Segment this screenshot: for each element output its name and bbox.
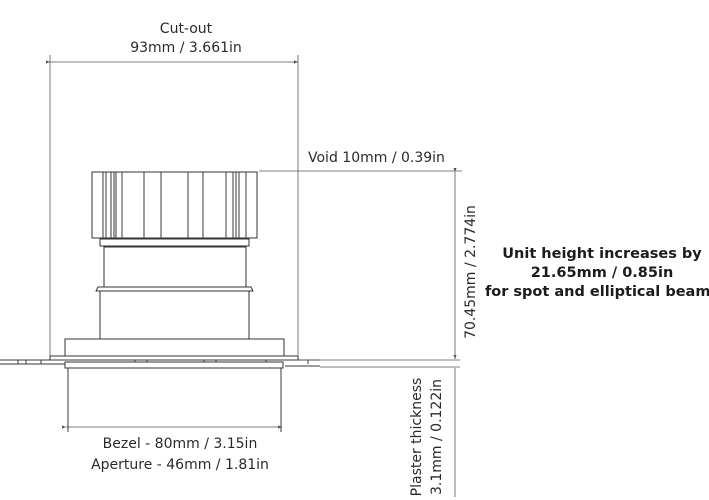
heatsink — [91, 171, 258, 239]
cutout-label: Cut-out — [160, 21, 213, 37]
note-line-2: 21.65mm / 0.85in — [531, 265, 674, 281]
cutout-value: 93mm / 3.661in — [130, 40, 242, 56]
bezel — [64, 361, 284, 369]
cutout-dimension: Cut-out 93mm / 3.661in — [46, 21, 299, 356]
unit-height-value: 70.45mm / 2.774in — [463, 205, 479, 339]
void-label: Void 10mm / 0.39in — [308, 150, 445, 166]
fixture — [0, 171, 320, 432]
aperture-label: Aperture - 46mm / 1.81in — [91, 457, 269, 473]
note-line-1: Unit height increases by — [502, 246, 702, 262]
note-line-3: for spot and elliptical beams — [485, 284, 709, 300]
bezel-label: Bezel - 80mm / 3.15in — [103, 436, 258, 452]
plaster-value: 3.1mm / 0.122in — [429, 379, 445, 495]
heatsink-fins — [102, 172, 247, 238]
plaster-label: Plaster thickness — [409, 378, 425, 497]
